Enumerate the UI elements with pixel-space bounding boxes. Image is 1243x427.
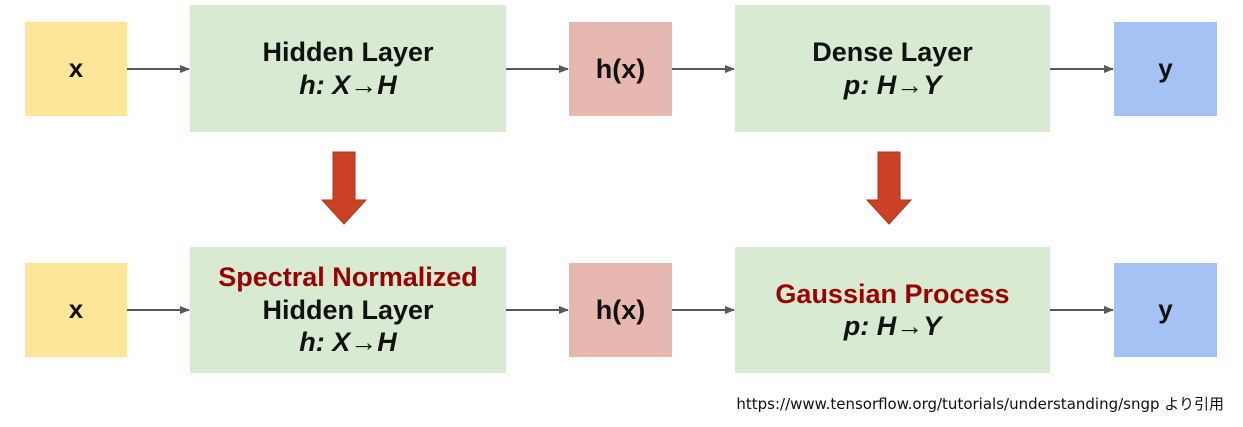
hx-label: h(x) bbox=[595, 294, 646, 325]
hx-label: h(x) bbox=[595, 53, 646, 84]
output-box-top: y bbox=[1114, 22, 1217, 116]
hx-box-bottom: h(x) bbox=[569, 263, 672, 357]
hidden-layer-formula: h: X→H bbox=[299, 69, 397, 100]
input-box-bottom: x bbox=[25, 263, 127, 357]
input-label: x bbox=[68, 294, 84, 325]
gaussian-process-label: Gaussian Process bbox=[775, 278, 1010, 309]
output-box-bottom: y bbox=[1114, 263, 1217, 357]
output-label: y bbox=[1158, 294, 1173, 325]
down-arrow-dense bbox=[865, 151, 913, 225]
dense-layer-title: Dense Layer bbox=[812, 37, 973, 68]
hx-box-top: h(x) bbox=[569, 22, 672, 116]
input-box-top: x bbox=[25, 22, 127, 116]
hidden-layer-title: Hidden Layer bbox=[262, 37, 434, 68]
hidden-layer-title: Hidden Layer bbox=[262, 294, 434, 325]
gaussian-process-formula: p: H→Y bbox=[843, 311, 942, 341]
spectral-normalized-label: Spectral Normalized bbox=[218, 262, 478, 293]
down-arrow-hidden bbox=[320, 151, 368, 225]
input-label: x bbox=[68, 53, 84, 84]
gaussian-process-box: Gaussian Process p: H→Y bbox=[735, 247, 1050, 373]
hidden-layer-box-top: Hidden Layer h: X→H bbox=[190, 5, 506, 132]
dense-layer-box: Dense Layer p: H→Y bbox=[735, 5, 1050, 132]
output-label: y bbox=[1158, 53, 1173, 84]
dense-layer-formula: p: H→Y bbox=[843, 69, 942, 100]
spectral-hidden-layer-box: Spectral Normalized Hidden Layer h: X→H bbox=[190, 247, 506, 373]
source-caption: https://www.tensorflow.org/tutorials/und… bbox=[736, 395, 1224, 413]
hidden-layer-formula: h: X→H bbox=[299, 327, 397, 358]
